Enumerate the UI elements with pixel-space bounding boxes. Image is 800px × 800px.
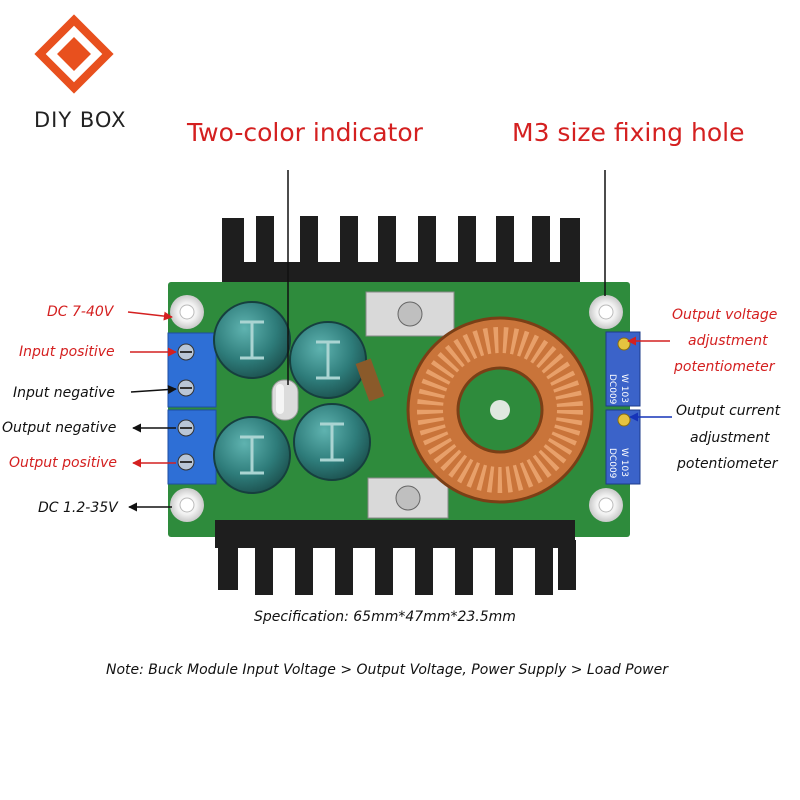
potentiometers: W 103 DC009 W 103 DC009 (605, 331, 641, 485)
brand-name: DIY BOX (34, 108, 126, 132)
led-indicator (271, 379, 299, 421)
left-labels: DC 7-40V Input positive Input negative O… (2, 304, 177, 516)
svg-text:DC009: DC009 (607, 374, 617, 405)
svg-text:DC009: DC009 (607, 448, 617, 479)
mounting-holes (170, 295, 623, 522)
label-two-color-indicator: Two-color indicator (186, 118, 424, 147)
screw-terminals (167, 332, 217, 485)
label-dc-in: DC 7-40V (47, 304, 115, 320)
brand-logo: DIY BOX (34, 14, 126, 132)
label-m3-fixing-hole: M3 size fixing hole (512, 118, 744, 147)
label-current-pot-1: Output current (676, 403, 781, 419)
label-input-negative: Input negative (13, 385, 115, 401)
top-heatsink (222, 216, 580, 292)
capacitors (213, 301, 371, 494)
label-dc-out: DC 1.2-35V (38, 500, 119, 516)
bottom-heatsink (215, 520, 576, 595)
label-voltage-pot-1: Output voltage (672, 307, 777, 323)
label-current-pot-2: adjustment (690, 430, 770, 446)
label-output-positive: Output positive (9, 455, 117, 471)
note-text: Note: Buck Module Input Voltage > Output… (106, 662, 669, 678)
logo-diamond-icon (34, 14, 114, 94)
toroid-inductor (406, 316, 594, 504)
label-output-negative: Output negative (2, 420, 116, 436)
label-current-pot-3: potentiometer (676, 456, 779, 472)
label-voltage-pot-2: adjustment (688, 333, 768, 349)
right-labels: Output voltage adjustment potentiometer … (627, 307, 781, 472)
label-input-positive: Input positive (19, 344, 115, 360)
label-voltage-pot-3: potentiometer (673, 359, 776, 375)
svg-text:W 103: W 103 (619, 448, 629, 477)
regulator-chip (355, 291, 455, 519)
specification-text: Specification: 65mm*47mm*23.5mm (254, 609, 516, 625)
svg-text:W 103: W 103 (619, 374, 629, 403)
